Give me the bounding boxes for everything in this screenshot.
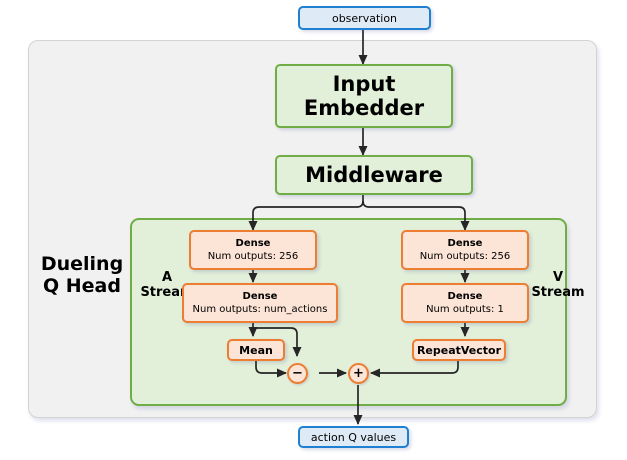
dueling-q-head-text: Dueling Q Head <box>40 253 124 298</box>
add-operator[interactable]: + <box>348 363 369 384</box>
input-embedder-node[interactable]: Input Embedder <box>275 64 453 128</box>
v-dense-1-node[interactable]: Dense Num outputs: 256 <box>401 230 529 270</box>
a-dense-1-sub: Num outputs: 256 <box>207 251 299 262</box>
mean-node[interactable]: Mean <box>227 339 285 361</box>
a-stream-label: A Stream <box>140 270 194 301</box>
subtract-symbol: − <box>292 366 303 381</box>
action-q-values-node[interactable]: action Q values <box>298 426 409 448</box>
a-dense-2-sub: Num outputs: num_actions <box>192 304 328 315</box>
repeatvector-label: RepeatVector <box>416 343 502 357</box>
v-dense-1-sub: Num outputs: 256 <box>419 251 511 262</box>
mean-label: Mean <box>239 343 273 357</box>
action-q-values-label: action Q values <box>310 430 397 444</box>
observation-node[interactable]: observation <box>298 6 431 30</box>
v-stream-label: V Stream <box>531 270 585 301</box>
add-symbol: + <box>353 366 364 381</box>
a-stream-line2: Stream <box>140 285 194 301</box>
middleware-node[interactable]: Middleware <box>275 155 473 195</box>
v-stream-line1: V <box>552 270 564 285</box>
a-stream-line1: A <box>161 270 173 285</box>
a-dense-2-node[interactable]: Dense Num outputs: num_actions <box>182 283 338 323</box>
v-dense-2-node[interactable]: Dense Num outputs: 1 <box>401 283 529 323</box>
v-dense-1-title: Dense <box>447 238 483 249</box>
v-stream-line2: Stream <box>531 285 585 301</box>
v-dense-2-sub: Num outputs: 1 <box>426 304 504 315</box>
dueling-q-head-label: Dueling Q Head <box>34 253 130 298</box>
repeatvector-node[interactable]: RepeatVector <box>412 339 506 361</box>
input-embedder-label: Input Embedder <box>303 72 425 120</box>
a-dense-2-title: Dense <box>242 291 278 302</box>
a-dense-1-node[interactable]: Dense Num outputs: 256 <box>189 230 317 270</box>
subtract-operator[interactable]: − <box>287 363 308 384</box>
v-dense-2-title: Dense <box>447 291 483 302</box>
a-dense-1-title: Dense <box>235 238 271 249</box>
middleware-label: Middleware <box>305 163 443 187</box>
observation-label: observation <box>331 11 398 25</box>
